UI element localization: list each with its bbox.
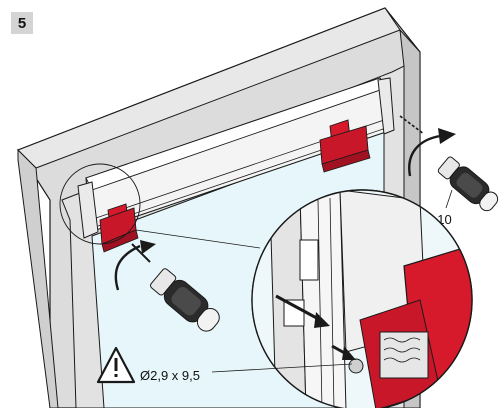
push-arrow-icon <box>342 346 356 360</box>
blind-cassette <box>77 77 395 239</box>
screw-spec-label: Ø2,9 x 9,5 <box>140 368 200 383</box>
rotation-arrow-icon <box>140 240 156 254</box>
mounting-bracket-left <box>99 203 139 253</box>
detail-leader-line <box>135 229 261 249</box>
push-arrow-icon <box>399 115 425 135</box>
detail-marker-circle <box>59 163 141 245</box>
torx-screwdriver-icon <box>399 115 499 212</box>
warning-triangle-icon <box>96 346 136 384</box>
screw-spec-leader-line <box>211 363 353 373</box>
mounting-bracket-right <box>319 119 371 173</box>
step-number-badge: 5 <box>11 12 33 34</box>
rotation-arrow-icon <box>438 128 456 144</box>
step-number: 5 <box>17 14 27 32</box>
torx-screwdriver-icon <box>114 240 220 332</box>
push-arrow-icon <box>314 312 330 328</box>
